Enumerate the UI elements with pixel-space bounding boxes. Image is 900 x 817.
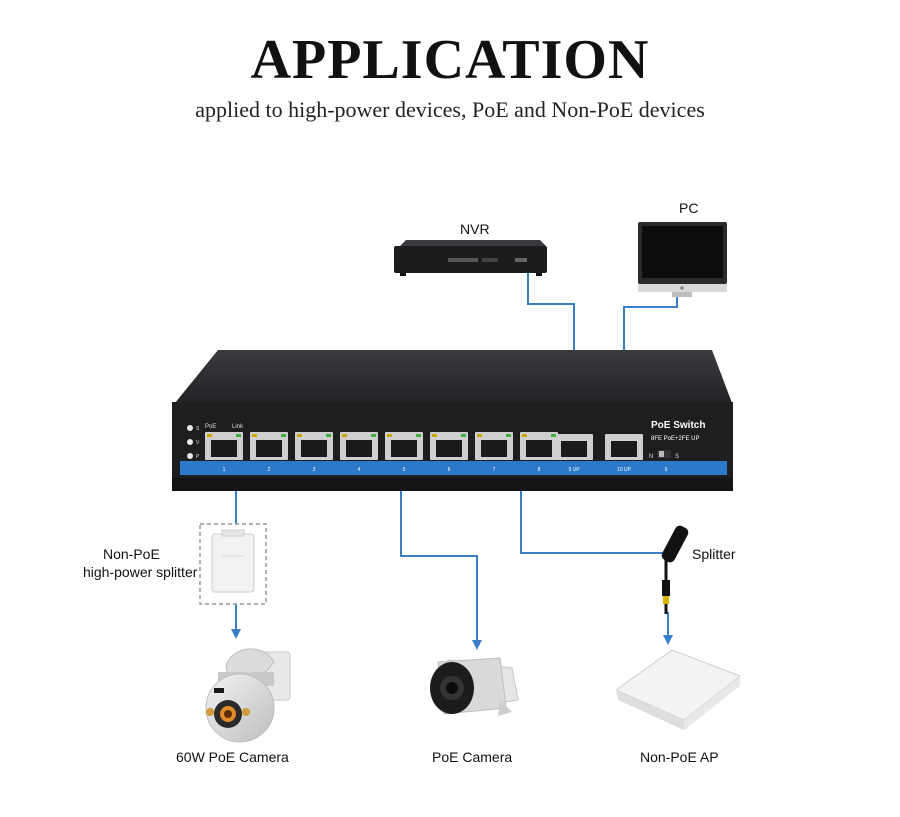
- access-point: [614, 649, 742, 730]
- line-port8-to-splitter: [520, 484, 664, 554]
- port-number: 2: [268, 467, 271, 473]
- port-number-labels: 1 2 3 4 5 6 7 8 9 UP 10 UP 9: [223, 467, 668, 473]
- connector-lines: [231, 272, 678, 650]
- port-number: 10 UP: [617, 467, 632, 473]
- switch-led-label-v: V: [196, 440, 200, 446]
- label-non-poe-ap: Non-PoE AP: [640, 749, 719, 765]
- switch-dip-left: N: [649, 454, 653, 460]
- port-number: 3: [313, 467, 316, 473]
- port-number: 9 UP: [568, 467, 580, 473]
- switch-led-label-s: S: [196, 426, 200, 432]
- port-leds: [207, 434, 556, 437]
- port-number: 8: [538, 467, 541, 473]
- switch-header-link: Link: [232, 424, 244, 430]
- port-number: 7: [493, 467, 496, 473]
- port-number: 6: [448, 467, 451, 473]
- switch-led-label-p: P: [196, 454, 200, 460]
- port-holes: [211, 440, 637, 457]
- label-pc: PC: [679, 200, 699, 216]
- port-number: 1: [223, 467, 226, 473]
- switch-dip-right: S: [675, 454, 679, 460]
- port-number: 5: [403, 467, 406, 473]
- splitter-device: [661, 525, 689, 614]
- high-power-splitter: [199, 523, 267, 605]
- ptz-camera: [205, 648, 291, 743]
- bullet-camera: [430, 657, 519, 716]
- port-number: 9: [665, 467, 668, 473]
- label-splitter-left-2: high-power splitter: [83, 564, 198, 580]
- label-camera-60w: 60W PoE Camera: [176, 749, 289, 765]
- nvr-device: [394, 240, 547, 276]
- line-port5-to-poe-camera: [400, 484, 482, 650]
- label-splitter-right: Splitter: [692, 546, 736, 562]
- label-poe-camera: PoE Camera: [432, 749, 513, 765]
- label-splitter-left-1: Non-PoE: [103, 546, 160, 562]
- page-subtitle: applied to high-power devices, PoE and N…: [195, 97, 705, 122]
- label-nvr: NVR: [460, 221, 490, 237]
- switch-model: 8FE PoE+2FE UP: [651, 436, 700, 442]
- pc-monitor: [638, 222, 727, 297]
- poe-switch: PoE Switch 8FE PoE+2FE UP PoE Link S V P…: [172, 350, 733, 491]
- page-title: APPLICATION: [250, 29, 650, 91]
- switch-brand: PoE Switch: [651, 420, 705, 431]
- switch-header-poe: PoE: [205, 424, 216, 430]
- port-number: 4: [358, 467, 361, 473]
